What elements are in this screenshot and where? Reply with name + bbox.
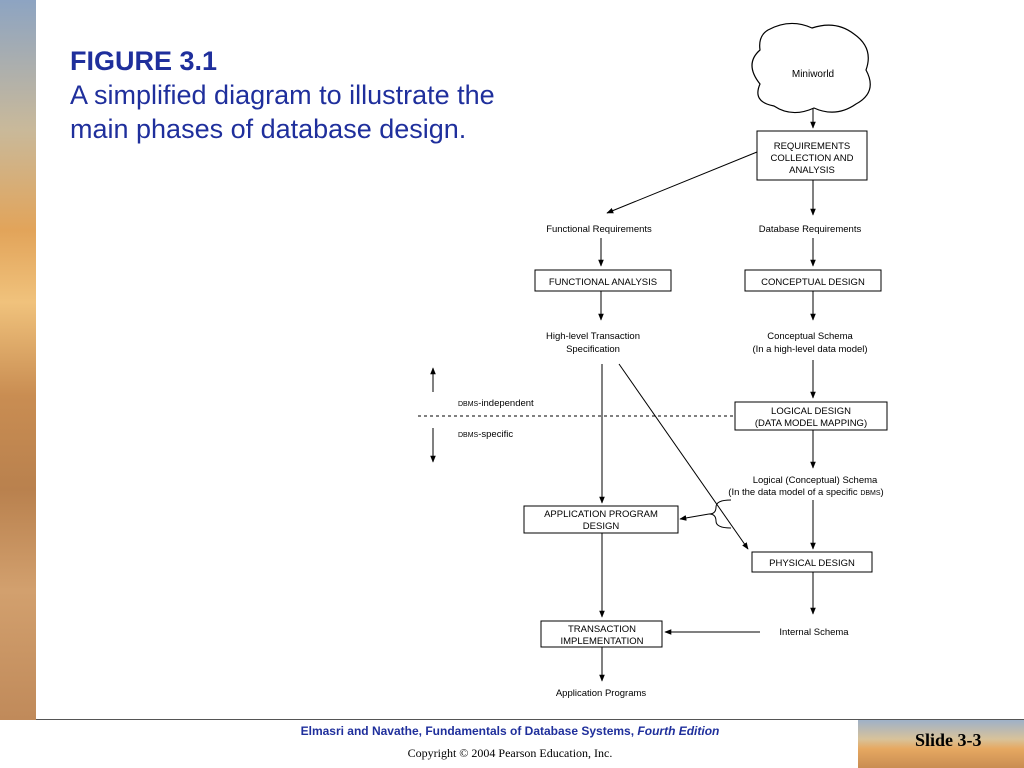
footer-title-text: Elmasri and Navathe, Fundamentals of Dat… bbox=[300, 724, 635, 738]
transaction-impl-box bbox=[540, 620, 663, 648]
arrow-logical-schema-to-app bbox=[679, 513, 710, 521]
figure-label: FIGURE 3.1 bbox=[70, 46, 218, 76]
dbms-independent-label: DBMS-independent bbox=[458, 398, 534, 409]
figure-caption: A simplified diagram to illustrate the m… bbox=[70, 80, 495, 144]
miniworld-label: Miniworld bbox=[792, 69, 834, 80]
physical-design-label: PHYSICAL DESIGN bbox=[769, 558, 855, 569]
database-design-diagram: Miniworld REQUIREMENTS COLLECTION AND AN… bbox=[418, 22, 888, 699]
slide-number-background bbox=[858, 720, 1024, 768]
functional-requirements-label: Functional Requirements bbox=[546, 224, 652, 235]
slide-title-block: FIGURE 3.1 A simplified diagram to illus… bbox=[70, 44, 510, 146]
conceptual-schema-label-2: (In a high-level data model) bbox=[752, 344, 867, 355]
slide-number: Slide 3-3 bbox=[915, 730, 982, 750]
transaction-impl-label-1: TRANSACTION bbox=[568, 624, 636, 635]
transaction-impl-label-2: IMPLEMENTATION bbox=[560, 636, 643, 647]
dbms-specific-label: DBMS-specific bbox=[458, 429, 513, 440]
logical-design-label-2: (DATA MODEL MAPPING) bbox=[755, 418, 867, 429]
copyright-notice: Copyright © 2004 Pearson Education, Inc. bbox=[407, 746, 613, 760]
footer-edition-text: Fourth Edition bbox=[637, 724, 720, 738]
functional-analysis-box bbox=[534, 269, 672, 292]
conceptual-design-label: CONCEPTUAL DESIGN bbox=[761, 277, 865, 288]
logical-schema-brace bbox=[708, 499, 732, 529]
arrow-hl-transaction-to-physical bbox=[618, 363, 749, 550]
hl-transaction-label-2: Specification bbox=[566, 344, 620, 355]
hl-transaction-label-1: High-level Transaction bbox=[546, 331, 640, 342]
app-program-label-2: DESIGN bbox=[583, 521, 620, 532]
application-programs-label: Application Programs bbox=[556, 688, 647, 699]
logical-schema-label-2: (In the data model of a specific DBMS) bbox=[728, 487, 883, 498]
app-program-label-1: APPLICATION PROGRAM bbox=[544, 509, 658, 520]
internal-schema-label: Internal Schema bbox=[779, 627, 849, 638]
logical-design-label-1: LOGICAL DESIGN bbox=[771, 406, 851, 417]
app-program-design-box bbox=[523, 505, 679, 534]
database-requirements-label: Database Requirements bbox=[759, 224, 862, 235]
functional-analysis-label: FUNCTIONAL ANALYSIS bbox=[549, 277, 657, 288]
requirements-label-1: REQUIREMENTS bbox=[774, 141, 851, 152]
decorative-side-strip bbox=[0, 0, 36, 720]
requirements-label-2: COLLECTION AND bbox=[771, 153, 854, 164]
footer-divider bbox=[36, 719, 1024, 720]
footer-book-title: Elmasri and Navathe, Fundamentals of Dat… bbox=[200, 724, 820, 738]
conceptual-schema-label-1: Conceptual Schema bbox=[767, 331, 853, 342]
requirements-box bbox=[756, 130, 868, 181]
requirements-label-3: ANALYSIS bbox=[789, 165, 835, 176]
arrow-requirements-functional bbox=[606, 151, 758, 214]
physical-design-box bbox=[751, 551, 873, 573]
miniworld-cloud bbox=[751, 22, 871, 114]
logical-design-box bbox=[734, 401, 888, 431]
logical-schema-label-1: Logical (Conceptual) Schema bbox=[753, 475, 878, 486]
